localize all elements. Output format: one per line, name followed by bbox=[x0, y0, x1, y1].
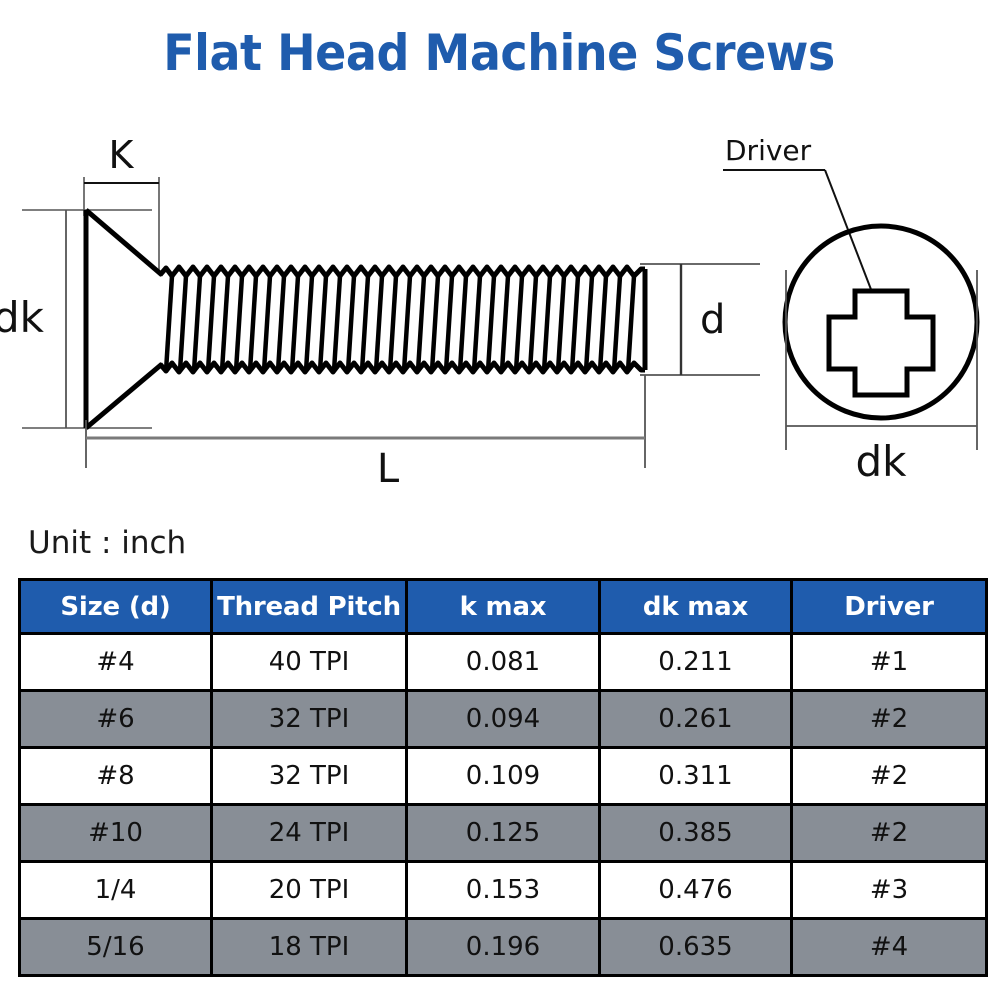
cell-size: #10 bbox=[18, 803, 213, 863]
l-label: L bbox=[377, 446, 400, 492]
k-label: K bbox=[109, 133, 135, 177]
table-row: 5/16 18 TPI 0.196 0.635 #4 bbox=[18, 917, 988, 977]
cell-thread-pitch: 18 TPI bbox=[210, 917, 408, 977]
screw-technical-diagram: dk K bbox=[0, 133, 980, 492]
cell-dk-max: 0.635 bbox=[598, 917, 793, 977]
cell-thread-pitch: 32 TPI bbox=[210, 689, 408, 749]
cell-dk-max: 0.211 bbox=[598, 632, 793, 692]
cell-k-max: 0.125 bbox=[405, 803, 601, 863]
cell-dk-max: 0.476 bbox=[598, 860, 793, 920]
cell-thread-pitch: 40 TPI bbox=[210, 632, 408, 692]
cell-k-max: 0.094 bbox=[405, 689, 601, 749]
cell-dk-max: 0.311 bbox=[598, 746, 793, 806]
d-label: d bbox=[700, 297, 725, 343]
cell-k-max: 0.081 bbox=[405, 632, 601, 692]
table-row: 1/4 20 TPI 0.153 0.476 #3 bbox=[18, 860, 988, 920]
cell-thread-pitch: 24 TPI bbox=[210, 803, 408, 863]
dk-top-label: dk bbox=[856, 437, 908, 486]
cell-size: #6 bbox=[18, 689, 213, 749]
table-row: #4 40 TPI 0.081 0.211 #1 bbox=[18, 632, 988, 692]
cell-thread-pitch: 32 TPI bbox=[210, 746, 408, 806]
cell-driver: #2 bbox=[790, 803, 988, 863]
cell-dk-max: 0.261 bbox=[598, 689, 793, 749]
screw-spec-table: Size (d) Thread Pitch k max dk max Drive… bbox=[18, 578, 988, 977]
thread-crest-profile-top bbox=[158, 264, 645, 279]
column-header-thread-pitch: Thread Pitch bbox=[210, 578, 408, 635]
cell-k-max: 0.109 bbox=[405, 746, 601, 806]
cell-thread-pitch: 20 TPI bbox=[210, 860, 408, 920]
table-row: #6 32 TPI 0.094 0.261 #2 bbox=[18, 689, 988, 749]
screw-head-circle bbox=[782, 223, 980, 421]
column-header-k-max: k max bbox=[405, 578, 601, 635]
head-taper-bottom bbox=[84, 362, 164, 430]
head-taper-top bbox=[84, 208, 164, 277]
column-header-dk-max: dk max bbox=[598, 578, 793, 635]
table-row: #10 24 TPI 0.125 0.385 #2 bbox=[18, 803, 988, 863]
phillips-cross-recess-icon bbox=[826, 288, 936, 398]
column-header-driver: Driver bbox=[790, 578, 988, 635]
cell-size: 5/16 bbox=[18, 917, 213, 977]
thread-root-profile-bottom bbox=[158, 360, 645, 375]
page-title: Flat Head Machine Screws bbox=[163, 24, 835, 82]
cell-size: #8 bbox=[18, 746, 213, 806]
cell-driver: #1 bbox=[790, 632, 988, 692]
cell-k-max: 0.153 bbox=[405, 860, 601, 920]
table-header-row: Size (d) Thread Pitch k max dk max Drive… bbox=[18, 578, 988, 635]
dk-side-label: dk bbox=[0, 293, 45, 342]
cell-size: 1/4 bbox=[18, 860, 213, 920]
cell-driver: #2 bbox=[790, 689, 988, 749]
table-row: #8 32 TPI 0.109 0.311 #2 bbox=[18, 746, 988, 806]
cell-size: #4 bbox=[18, 632, 213, 692]
cell-k-max: 0.196 bbox=[405, 917, 601, 977]
cell-dk-max: 0.385 bbox=[598, 803, 793, 863]
cell-driver: #4 bbox=[790, 917, 988, 977]
cell-driver: #2 bbox=[790, 746, 988, 806]
column-header-size: Size (d) bbox=[18, 578, 213, 635]
unit-note: Unit : inch bbox=[28, 525, 187, 561]
driver-label: Driver bbox=[725, 134, 812, 167]
thread-flank-lines bbox=[163, 275, 637, 372]
cell-driver: #3 bbox=[790, 860, 988, 920]
